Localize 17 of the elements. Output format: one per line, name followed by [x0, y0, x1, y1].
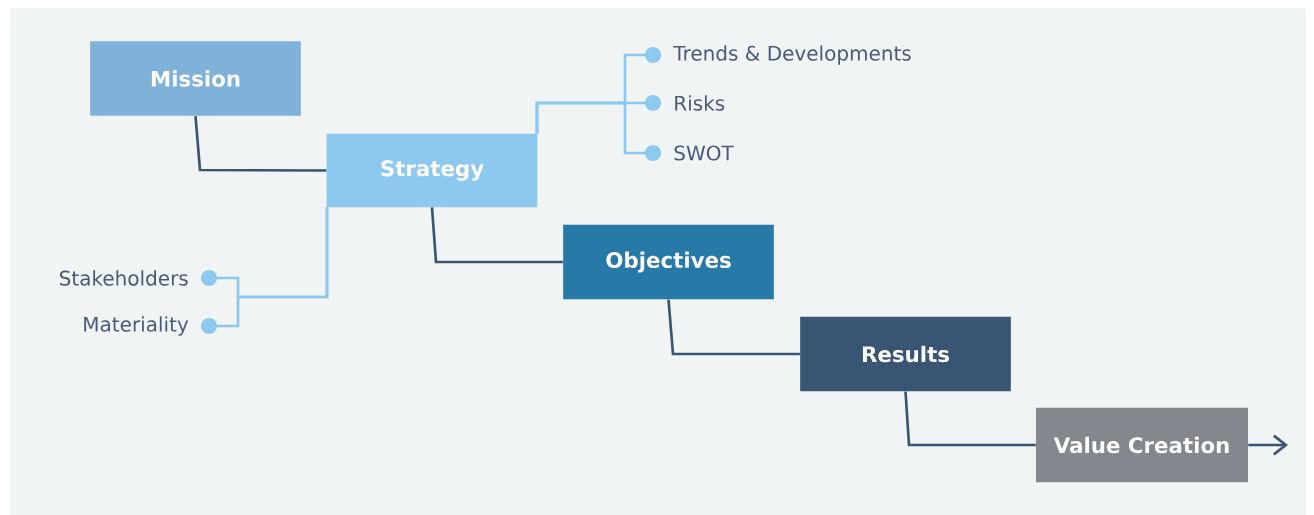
process-box: Mission — [90, 41, 301, 116]
branch-label: Trends & Developments — [673, 45, 911, 65]
connector — [430, 207, 563, 264]
process-box: Results — [800, 316, 1011, 392]
connector — [904, 391, 1036, 447]
process-box: Value Creation — [1036, 407, 1248, 483]
connector — [667, 299, 800, 356]
connector — [194, 116, 327, 172]
process-box: Strategy — [326, 133, 538, 208]
process-box: Objectives — [563, 224, 774, 300]
branch-label: SWOT — [674, 145, 734, 161]
arrow — [1248, 434, 1288, 456]
branch-label: Risks — [675, 95, 725, 111]
dot-connector — [535, 101, 661, 161]
branch-label: Stakeholders — [60, 270, 188, 286]
dot-connector — [201, 207, 329, 334]
branch-label: Materiality — [84, 316, 189, 336]
